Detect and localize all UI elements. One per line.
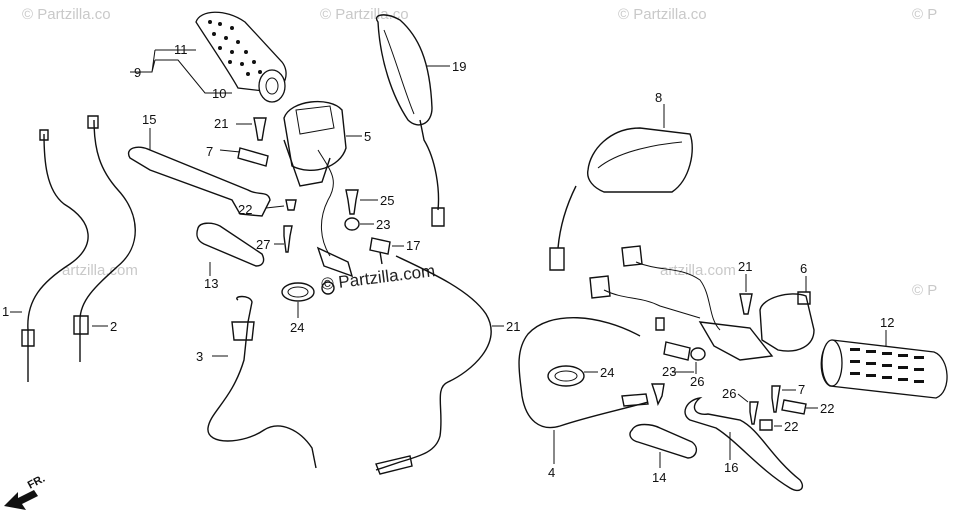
throttle-cable-4-illustration <box>518 317 649 429</box>
mirror-left-illustration <box>375 14 433 126</box>
clutch-lever-illustration <box>127 146 271 217</box>
watermark-top-4: © P <box>912 6 937 23</box>
callout-27: 27 <box>256 237 270 252</box>
right-switch-housing-illustration <box>759 293 815 352</box>
callout-26-left: 26 <box>722 386 736 401</box>
callout-2: 2 <box>110 319 117 334</box>
watermark-top-1: © Partzilla.co <box>22 6 111 23</box>
callout-18: 23 <box>662 364 676 379</box>
callout-25: 25 <box>380 193 394 208</box>
callout-16: 16 <box>724 460 738 475</box>
callout-5: 5 <box>364 129 371 144</box>
callout-13: 13 <box>204 276 218 291</box>
callout-6: 6 <box>800 261 807 276</box>
watermark-mid-2: artzilla.com <box>660 262 736 279</box>
callout-17: 17 <box>406 238 420 253</box>
lever-guard-13-illustration <box>196 222 265 267</box>
right-switch-harness-illustration <box>589 245 774 361</box>
callout-9: 9 <box>134 65 141 80</box>
watermark-mid-3: © P <box>912 282 937 299</box>
callout-11: 11 <box>174 42 188 57</box>
callout-3: 3 <box>196 349 203 364</box>
callout-10: 10 <box>212 86 226 101</box>
clutch-cable-8-illustration <box>375 255 492 471</box>
left-switch-illustration <box>283 100 354 278</box>
callout-23-left: 23 <box>376 217 390 232</box>
callout-7-right: 22 <box>820 401 834 416</box>
callout-4: 4 <box>548 465 555 480</box>
callout-22-left: 22 <box>238 202 252 217</box>
callout-24-right: 24 <box>600 365 614 380</box>
watermark-top-2: © Partzilla.co <box>320 6 409 23</box>
callout-22-right: 22 <box>784 419 798 434</box>
watermark-top-3: © Partzilla.co <box>618 6 707 23</box>
callout-21-left: 21 <box>214 116 228 131</box>
callout-12: 12 <box>880 315 894 330</box>
choke-cable-3-illustration <box>207 295 317 469</box>
direction-label: FR. <box>26 473 47 492</box>
callout-15: 15 <box>142 112 156 127</box>
callout-21-right: 21 <box>738 259 752 274</box>
callout-14: 14 <box>652 470 666 485</box>
watermark-mid-1: artzilla.com <box>62 262 138 279</box>
left-grip-illustration <box>195 11 287 103</box>
plug-7-illustration <box>237 147 269 167</box>
lever-guard-14-illustration <box>629 423 698 459</box>
callout-1: 1 <box>2 304 9 319</box>
callout-7-left: 7 <box>206 144 213 159</box>
callout-26-right: 7 <box>798 382 805 397</box>
callout-8: 21 <box>506 319 520 334</box>
watermark-brand: © Partzilla.com <box>320 261 436 294</box>
throttle-cable-2-illustration <box>79 119 136 362</box>
right-grip-illustration <box>820 339 948 399</box>
callout-19: 19 <box>452 59 466 74</box>
callout-23-right: 26 <box>690 374 704 389</box>
callout-24-left: 24 <box>290 320 304 335</box>
callout-20: 8 <box>655 90 662 105</box>
mirror-right-illustration <box>587 127 693 193</box>
brake-lever-illustration <box>684 396 804 492</box>
screw-21-illustration <box>253 117 267 141</box>
throttle-cable-1-illustration <box>27 133 89 382</box>
front-direction-arrow: FR. <box>4 473 47 510</box>
